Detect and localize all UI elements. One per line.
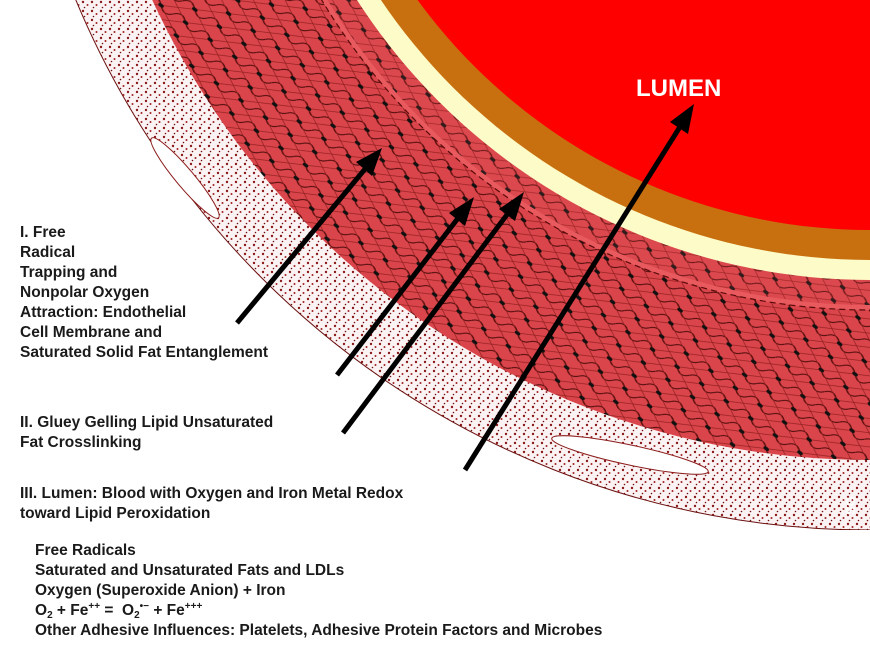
eq-radical-sup: •− <box>140 601 149 612</box>
side-mark: SG <box>843 496 858 515</box>
legend: Free Radicals Saturated and Unsaturated … <box>35 541 865 641</box>
label-lumen-blood: III. Lumen: Blood with Oxygen and Iron M… <box>20 484 500 524</box>
eq-equals: = O <box>100 602 134 619</box>
eq-fe-left: + Fe <box>53 602 89 619</box>
eq-fe-right: + Fe <box>149 602 185 619</box>
legend-line-free-radicals: Free Radicals <box>35 541 865 561</box>
eq-fe-left-sup: ++ <box>88 601 100 612</box>
eq-fe-right-sup: +++ <box>185 601 203 612</box>
eq-o2: O <box>35 602 47 619</box>
lumen-label: LUMEN <box>636 75 721 102</box>
legend-line-adhesive: Other Adhesive Influences: Platelets, Ad… <box>35 621 865 641</box>
label-free-radical-trapping: I. Free Radical Trapping and Nonpolar Ox… <box>20 223 340 363</box>
label-gluey-gelling: II. Gluey Gelling Lipid Unsaturated Fat … <box>20 413 360 453</box>
legend-line-fats: Saturated and Unsaturated Fats and LDLs <box>35 561 865 581</box>
legend-line-oxygen: Oxygen (Superoxide Anion) + Iron <box>35 581 865 601</box>
legend-equation: O2 + Fe++ = O2•− + Fe+++ <box>35 601 865 621</box>
